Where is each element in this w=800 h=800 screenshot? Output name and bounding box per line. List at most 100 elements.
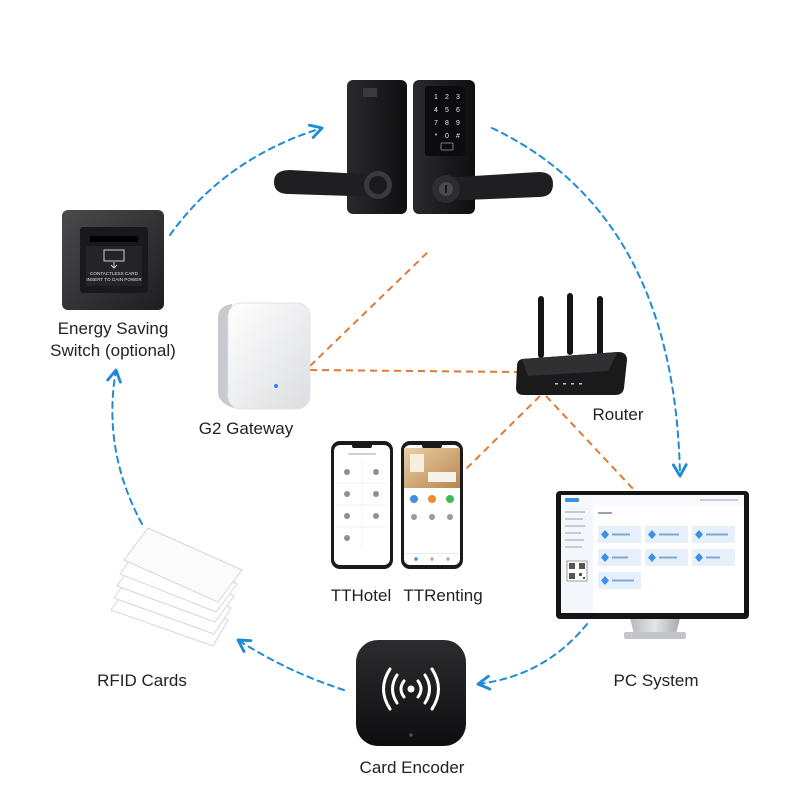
flow-arrow-cards-to-switch xyxy=(106,368,143,525)
diamond-icon xyxy=(648,530,656,539)
app-icon xyxy=(373,491,379,497)
app-icon xyxy=(344,513,350,519)
diamond-icon xyxy=(601,553,609,562)
link-gateway-to-lock xyxy=(309,249,431,367)
router-top xyxy=(522,352,618,376)
router xyxy=(516,293,627,395)
keypad-key: 2 xyxy=(445,94,449,101)
router-leds xyxy=(555,383,582,385)
app-icon-orange xyxy=(428,495,436,503)
app-icon xyxy=(373,469,379,475)
room-window xyxy=(410,454,424,472)
keypad-key: 7 xyxy=(434,120,438,127)
screen-header xyxy=(561,495,744,505)
router-led xyxy=(563,383,566,385)
sidebar-item xyxy=(565,525,585,527)
app-icon xyxy=(411,514,417,520)
keypad-key: 4 xyxy=(434,107,438,114)
diamond-icon xyxy=(601,530,609,539)
pc-monitor xyxy=(556,491,749,639)
g2-gateway xyxy=(218,302,311,410)
keypad-key: * xyxy=(435,133,438,140)
router-label: Router xyxy=(592,405,644,424)
app-icon xyxy=(447,514,453,520)
app-tab-bar xyxy=(404,553,460,554)
card-reader-icon xyxy=(440,142,454,151)
flow-arrow-lock-to-pc xyxy=(491,127,688,478)
antenna-right xyxy=(597,296,603,356)
sidebar-menu-items xyxy=(565,511,585,548)
rfid-cards-label: RFID Cards xyxy=(97,671,187,690)
pc-system-label: PC System xyxy=(613,671,699,690)
card-slot xyxy=(90,236,138,242)
diamond-icon xyxy=(648,553,656,562)
gateway-label: G2 Gateway xyxy=(198,419,294,438)
content-title xyxy=(598,512,612,514)
contactless-wave-icon xyxy=(382,667,440,711)
lock-keypad-panel xyxy=(425,86,465,156)
rfid-card-stack xyxy=(110,527,243,647)
keypad-key: # xyxy=(456,133,460,140)
tab-icon xyxy=(430,557,434,561)
lock-front-lever xyxy=(440,172,553,201)
card-encoder xyxy=(356,640,466,746)
tile-captions xyxy=(612,533,728,582)
key-slot xyxy=(445,185,447,193)
switch-sticker-line-1: CONTACTLESS CARD xyxy=(90,271,139,276)
app-icon xyxy=(429,514,435,520)
router-led xyxy=(571,383,574,385)
card-encoder-label: Card Encoder xyxy=(359,758,465,777)
sidebar-item xyxy=(565,532,581,534)
diamond-icon xyxy=(695,553,703,562)
link-router-to-pc xyxy=(545,395,637,493)
app-icon-blue xyxy=(410,495,418,503)
switch-sticker-line-2: INSERT TO GAIN POWER xyxy=(86,277,142,282)
lock-back-lever xyxy=(274,170,382,197)
flow-arrow-switch-to-lock xyxy=(169,123,324,236)
keypad-key: 9 xyxy=(456,120,460,127)
lock-back-slot xyxy=(363,88,377,97)
app-icon-grid xyxy=(344,469,379,541)
tab-icon xyxy=(446,557,450,561)
gateway-front-face xyxy=(227,302,311,410)
keypad-key: 1 xyxy=(434,94,438,101)
tthotel-label: TTHotel xyxy=(330,586,392,605)
flow-arrow-pc-to-encoder xyxy=(476,623,588,691)
screen-header-menu xyxy=(700,499,738,501)
monitor-stand xyxy=(630,618,680,634)
app-icon xyxy=(344,535,350,541)
app-icon xyxy=(344,491,350,497)
diamond-icon xyxy=(601,576,609,585)
tab-home-icon xyxy=(414,557,418,561)
tthotel-phone xyxy=(331,441,393,569)
encoder-body xyxy=(356,640,466,746)
keypad-key: 6 xyxy=(456,107,460,114)
sidebar-item xyxy=(565,511,585,513)
encoder-led xyxy=(409,733,413,737)
link-router-to-phones xyxy=(464,395,541,471)
sidebar-item xyxy=(565,518,583,520)
monitor-base xyxy=(624,632,686,639)
network-links xyxy=(309,249,637,493)
lock-back-knob xyxy=(369,176,387,194)
sidebar-item xyxy=(565,546,582,548)
qr-code-icon xyxy=(566,560,588,582)
lock-keypad: 1 2 3 4 5 6 7 8 9 * 0 # xyxy=(434,94,460,140)
screen-logo xyxy=(565,498,579,502)
keypad-key: 5 xyxy=(445,107,449,114)
diamond-icon xyxy=(695,530,703,539)
energy-switch-label-line-2: Switch (optional) xyxy=(50,341,176,360)
flow-arrows xyxy=(106,123,688,691)
rfid-card xyxy=(123,527,243,603)
room-bed xyxy=(428,472,456,482)
flow-arrow-encoder-to-cards xyxy=(236,638,345,691)
ttrenting-label: TTRenting xyxy=(403,586,483,605)
phone-notch xyxy=(422,444,442,448)
gateway-status-led xyxy=(274,384,278,388)
antenna-left xyxy=(538,296,544,358)
app-icon-green xyxy=(446,495,454,503)
link-gateway-to-router xyxy=(309,369,519,373)
sidebar-item xyxy=(565,539,584,541)
app-icon xyxy=(344,469,350,475)
